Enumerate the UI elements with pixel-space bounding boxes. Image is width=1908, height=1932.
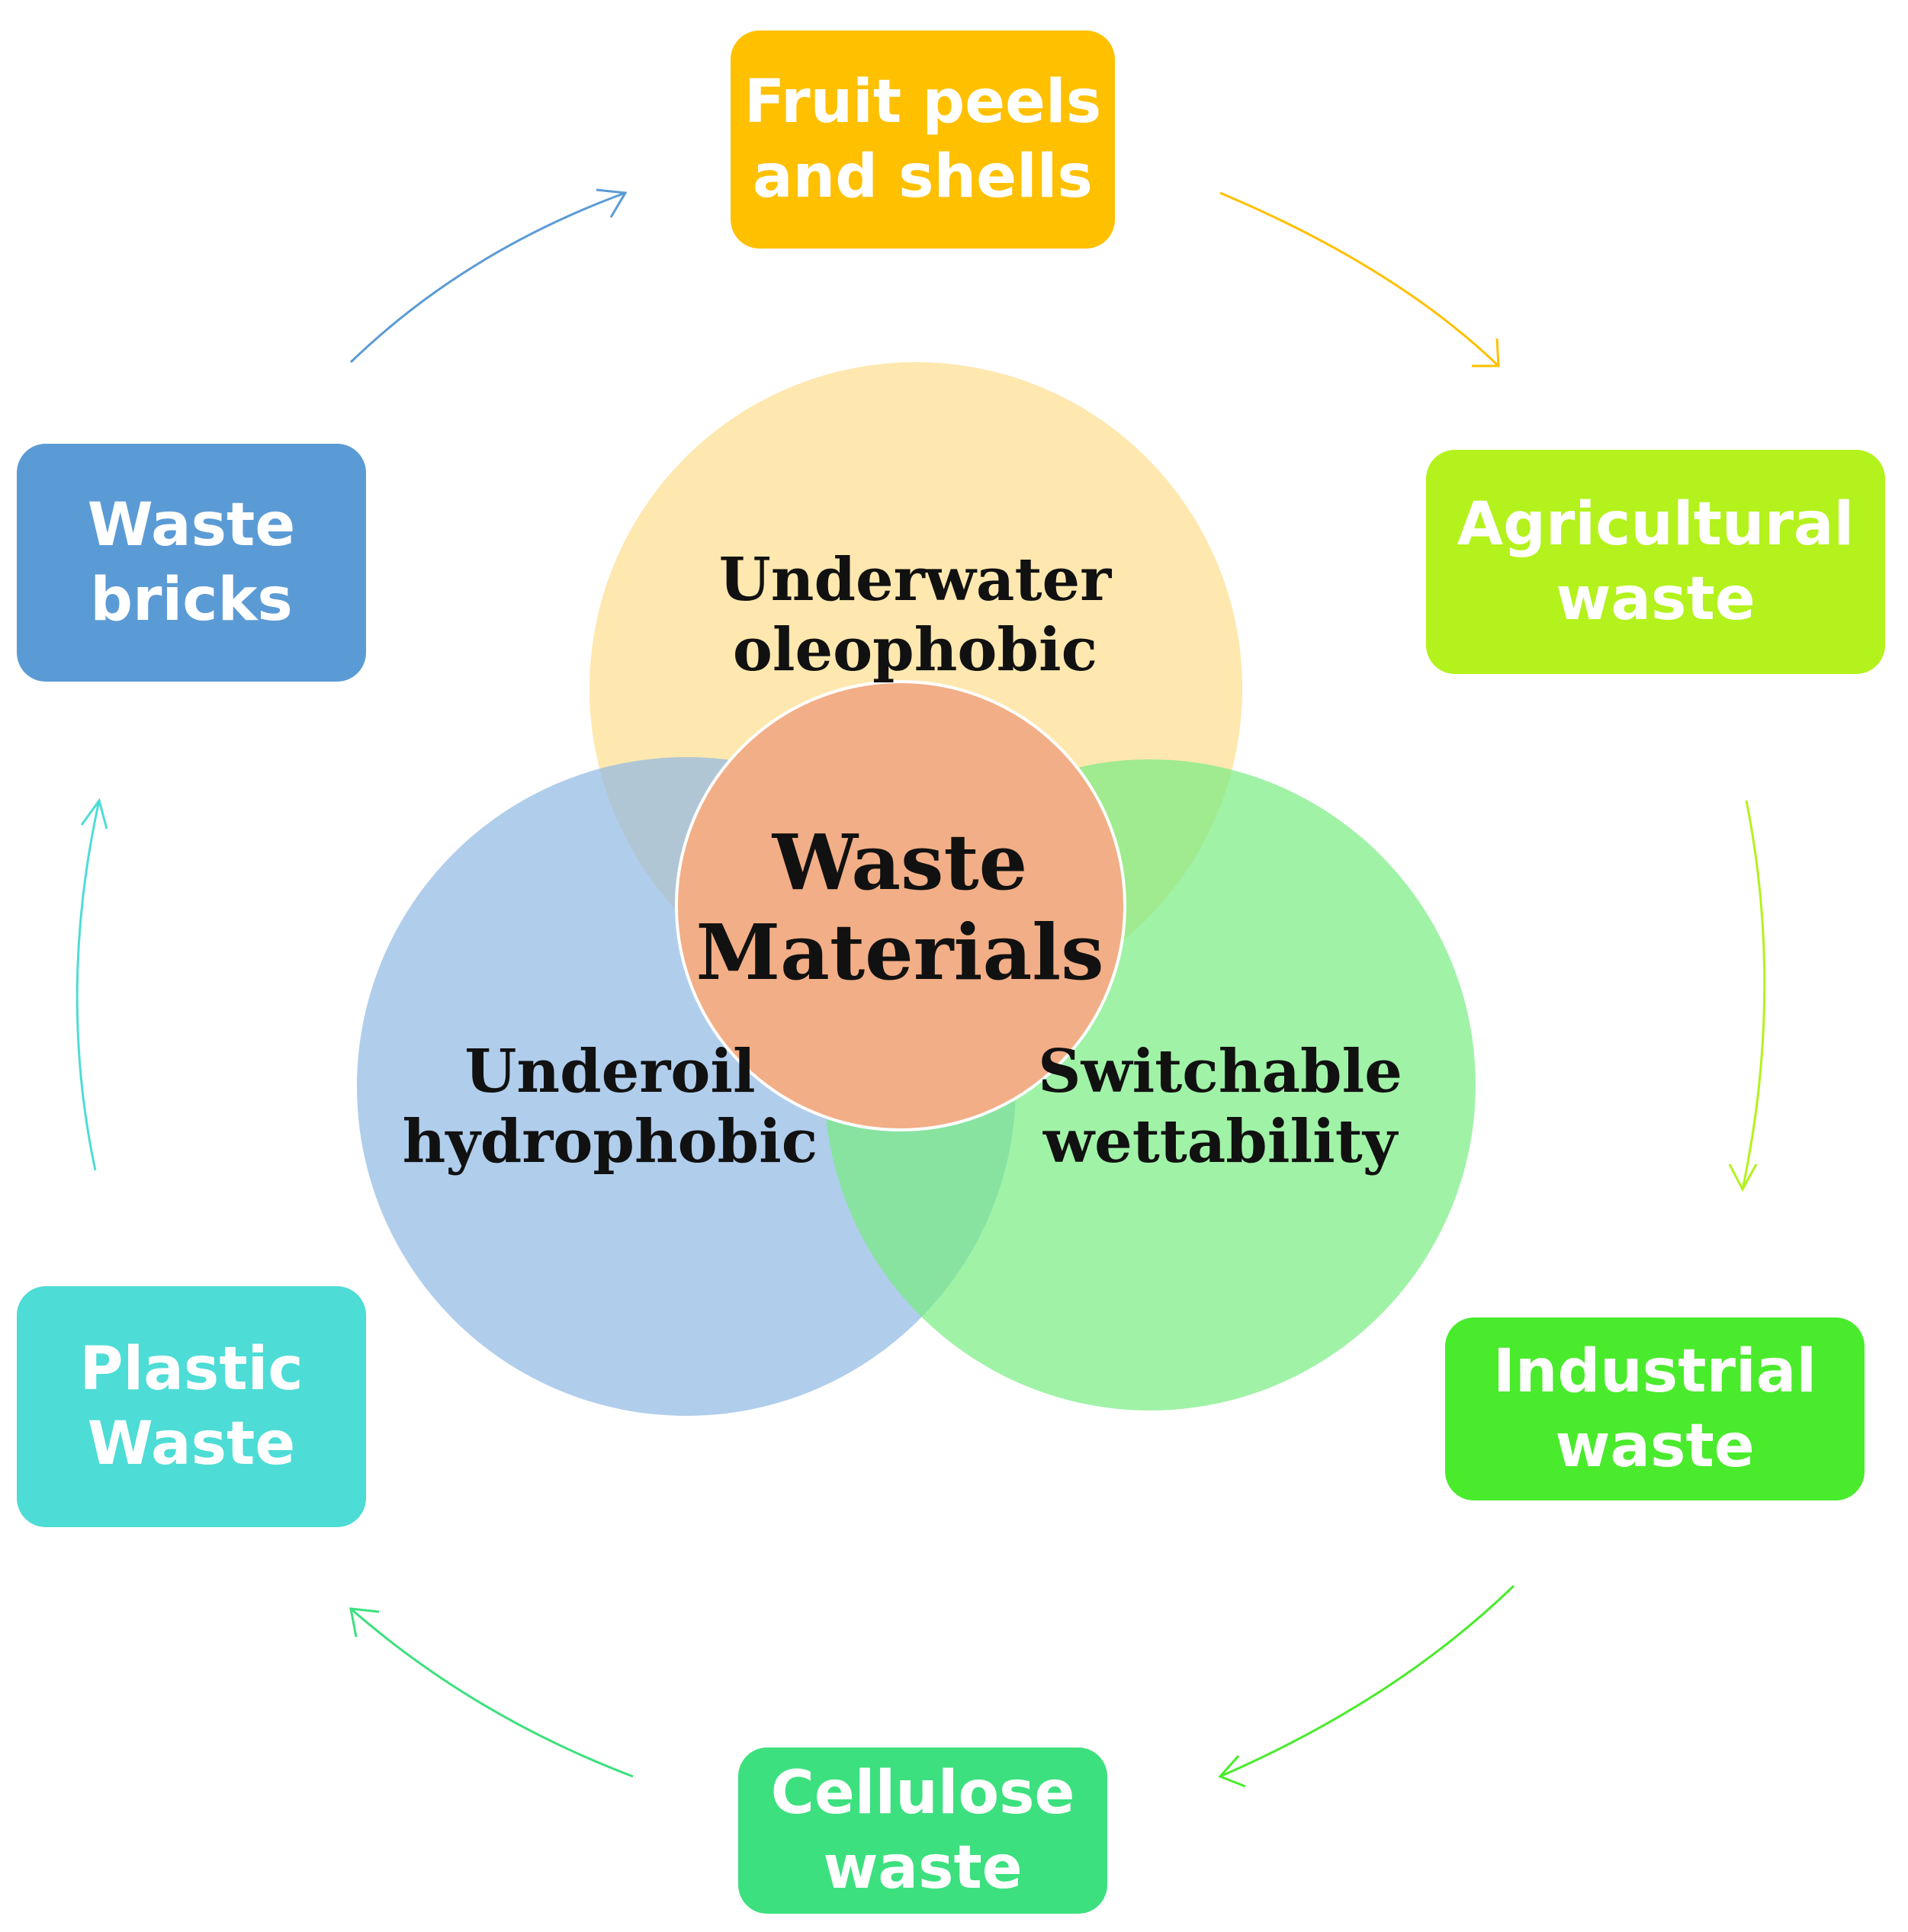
box-fruit-peels-and-shells: Fruit peels and shells — [731, 30, 1115, 249]
box-bricks-label: Waste bricks — [87, 491, 296, 634]
box-cellulose-label: Cellulose waste — [770, 1759, 1075, 1902]
arrowhead-plastic — [349, 1607, 380, 1638]
box-industrial-label: Industrial waste — [1492, 1337, 1817, 1481]
label-underoil-hydrophobic: Underoil hydrophobic — [402, 1037, 818, 1176]
arrowhead-industrial — [1728, 1163, 1758, 1192]
arrowhead-fruit — [596, 188, 628, 218]
arrow-plastic-to-bricks — [75, 800, 101, 1171]
circle-waste-materials — [675, 680, 1126, 1131]
box-fruit-peels-label: Fruit peels and shells — [744, 68, 1102, 211]
label-waste-materials: Waste Materials — [695, 817, 1104, 997]
box-industrial-waste: Industrial waste — [1445, 1317, 1865, 1500]
box-cellulose-waste: Cellulose waste — [738, 1747, 1107, 1914]
box-waste-bricks: Waste bricks — [17, 444, 366, 682]
label-switchable-wettability: Switchable wettability — [1038, 1037, 1402, 1176]
box-agricultural-waste: Agricultural waste — [1426, 450, 1885, 674]
arrowhead-agricultural — [1472, 338, 1500, 367]
arrow-industrial-to-cellulose — [1219, 1584, 1515, 1778]
arrow-bricks-to-fruit — [349, 191, 626, 364]
arrow-agricultural-to-industrial — [1741, 800, 1766, 1190]
box-agricultural-label: Agricultural waste — [1457, 490, 1855, 634]
arrow-cellulose-to-plastic — [350, 1607, 634, 1778]
box-plastic-label: Plastic Waste — [79, 1335, 304, 1478]
box-plastic-waste: Plastic Waste — [17, 1286, 366, 1527]
arrowhead-bricks — [80, 798, 108, 830]
venn-circles — [357, 362, 1476, 1416]
arrow-fruit-to-agricultural — [1219, 191, 1500, 367]
label-underwater-oleophobic: Underwater oleophobic — [718, 545, 1112, 685]
cycle-arrows — [75, 188, 1766, 1788]
arrowhead-cellulose — [1218, 1755, 1246, 1788]
